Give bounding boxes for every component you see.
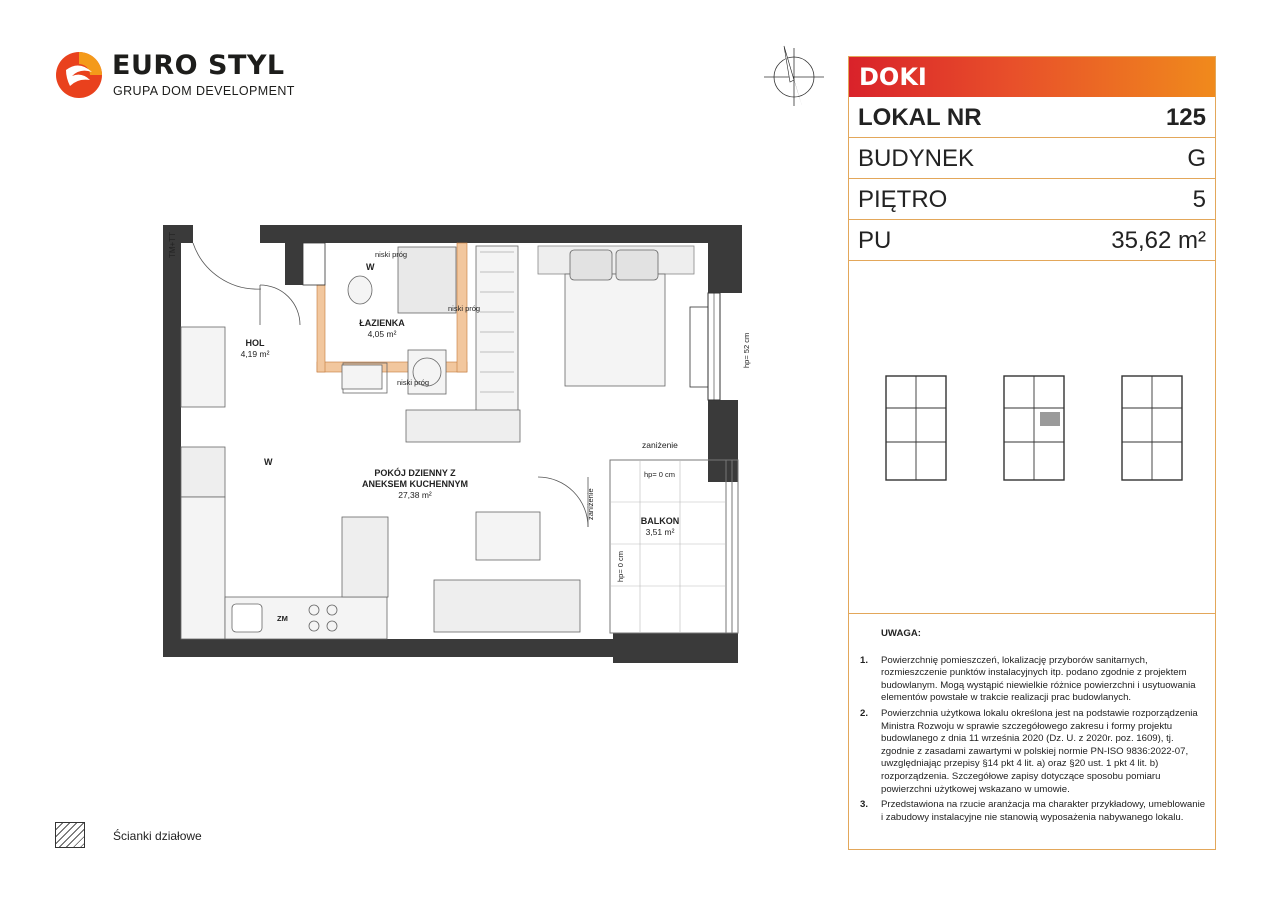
row-key: PU — [858, 227, 892, 254]
note-number: 1. — [860, 654, 869, 666]
room-balkon: BALKON 3,51 m² — [630, 516, 690, 537]
room-area: 4,19 m² — [240, 349, 270, 359]
notes: UWAGA: 1. Powierzchnię pomieszczeń, lokal… — [857, 628, 1207, 827]
north-arrow-icon — [764, 45, 824, 106]
note-item: 2. Powierzchnia użytkowa lokalu określona… — [857, 708, 1207, 796]
label-niski-prog-3: niski próg — [397, 378, 430, 387]
brand-name: EURO STYL — [112, 50, 285, 81]
label-hp-0-2: hp= 0 cm — [616, 550, 625, 582]
project-name: DOKI — [859, 63, 927, 91]
floor-plan — [163, 225, 742, 663]
legend-label: Ścianki działowe — [113, 829, 202, 843]
row-value: 125 — [1165, 104, 1206, 131]
row-lokal: LOKAL NR 125 — [849, 97, 1215, 138]
marker-w-kitchen: W — [264, 457, 273, 467]
room-name: HOL — [245, 338, 265, 348]
brand-logo-icon — [56, 52, 102, 98]
room-lazienka: ŁAZIENKA 4,05 m² — [352, 318, 412, 339]
note-text: Przedstawiona na rzucie aranżacja ma cha… — [881, 799, 1206, 823]
project-header: DOKI — [849, 57, 1215, 97]
room-area: 3,51 m² — [645, 527, 675, 537]
row-pu: PU 35,62 m² — [849, 220, 1215, 261]
note-number: 3. — [860, 799, 869, 811]
note-text: Powierzchnię pomieszczeń, lokalizację pr… — [881, 654, 1196, 704]
row-value: 5 — [1192, 186, 1206, 213]
note-item: 3. Przedstawiona na rzucie aranżacja ma c… — [857, 799, 1207, 824]
note-number: 2. — [860, 707, 869, 719]
room-name: BALKON — [640, 516, 680, 526]
label-hp-52: hp= 52 cm — [742, 332, 751, 368]
note-item: 1. Powierzchnię pomieszczeń, lokalizację … — [857, 655, 1207, 705]
legend-hatch-icon — [55, 822, 85, 848]
row-value: G — [1187, 145, 1206, 172]
room-area: 27,38 m² — [398, 490, 432, 500]
info-panel: DOKI LOKAL NR 125 BUDYNEK G PIĘTRO 5 PU 35,6… — [848, 56, 1216, 850]
note-text: Powierzchnia użytkowa lokalu określona j… — [881, 707, 1198, 795]
row-pietro: PIĘTRO 5 — [849, 179, 1215, 220]
label-niski-prog-1: niski próg — [375, 250, 408, 259]
room-name: POKÓJ DZIENNY Z ANEKSEM KUCHENNYM — [361, 468, 468, 489]
label-tm-tt: TM+TT — [168, 232, 177, 258]
row-budynek: BUDYNEK G — [849, 138, 1215, 179]
building-key-plans — [885, 375, 1183, 481]
label-zanizenie-2: zaniżenie — [586, 488, 595, 520]
room-name: ŁAZIENKA — [359, 318, 405, 328]
label-niski-prog-2: niski próg — [448, 304, 481, 313]
row-value: 35,62 m² — [1111, 227, 1206, 254]
row-key: LOKAL NR — [858, 104, 982, 131]
brand-subtitle: GRUPA DOM DEVELOPMENT — [113, 84, 295, 98]
notes-title: UWAGA: — [881, 628, 921, 639]
label-zm: ZM — [277, 614, 288, 623]
row-key: PIĘTRO — [858, 186, 948, 213]
room-pokoj: POKÓJ DZIENNY Z ANEKSEM KUCHENNYM 27,38 … — [350, 468, 480, 500]
row-key: BUDYNEK — [858, 145, 975, 172]
room-area: 4,05 m² — [367, 329, 397, 339]
divider — [849, 613, 1215, 614]
label-zanizenie-1: zaniżenie — [642, 440, 678, 450]
marker-w-bathroom: W — [366, 262, 375, 272]
label-hp-0-1: hp= 0 cm — [644, 470, 676, 479]
room-hol: HOL 4,19 m² — [230, 338, 280, 359]
